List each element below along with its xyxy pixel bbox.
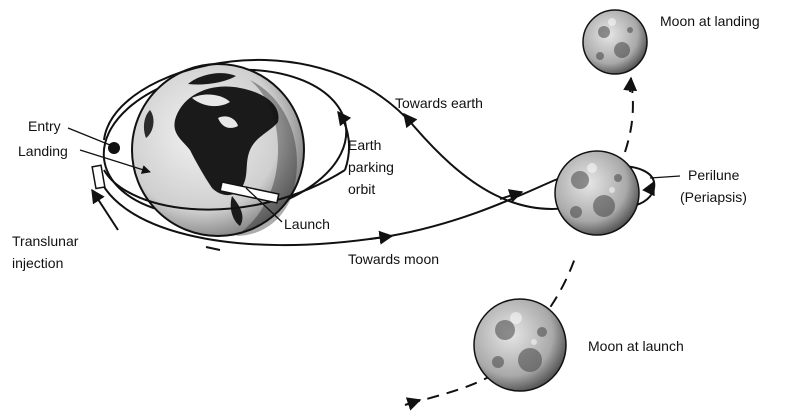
label-towards-earth: Towards earth — [395, 95, 483, 111]
translunar-injection-marker — [91, 164, 106, 190]
label-entry: Entry — [28, 118, 61, 134]
label-perilune: Perilune — [688, 167, 740, 183]
entry-point — [108, 142, 120, 154]
label-towards-moon: Towards moon — [348, 251, 439, 267]
label-translunar-2: injection — [12, 255, 63, 271]
earth — [131, 63, 305, 237]
label-earth-parking-orbit-1: Earth — [348, 137, 381, 153]
earth-parking-orbit-front — [103, 169, 346, 211]
label-moon-at-landing: Moon at landing — [660, 13, 760, 29]
label-periapsis: (Periapsis) — [680, 189, 747, 205]
label-translunar-1: Translunar — [12, 233, 79, 249]
label-moon-at-launch: Moon at launch — [588, 338, 684, 354]
moon-at-perilune — [554, 150, 640, 236]
launch-vehicle — [219, 181, 280, 204]
label-earth-parking-orbit-2: parking — [348, 159, 394, 175]
label-landing: Landing — [18, 143, 68, 159]
label-launch: Launch — [284, 216, 330, 232]
return-trajectory — [103, 58, 599, 210]
moon-at-landing — [582, 9, 648, 75]
moon-motion-path-upper — [624, 73, 634, 153]
label-earth-parking-orbit-3: orbit — [348, 181, 375, 197]
moon-at-launch — [473, 298, 567, 392]
